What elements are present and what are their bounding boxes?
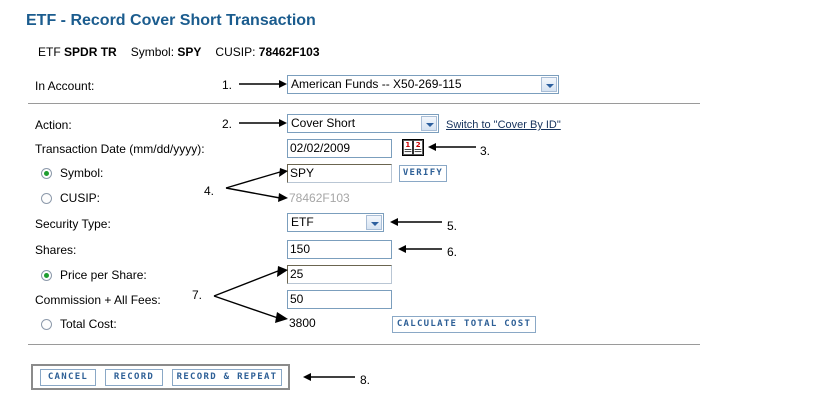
cusip-input[interactable]: 78462F103	[289, 191, 350, 205]
annotation-4-arrows	[225, 168, 288, 202]
account-label: In Account:	[35, 79, 95, 93]
annotation-6-number: 6.	[447, 245, 458, 259]
transaction-date-input[interactable]: 02/02/2009	[287, 139, 392, 158]
cusip-label: CUSIP:	[215, 45, 256, 59]
annotation-4-number: 4.	[204, 184, 215, 198]
symbol-value: SPY	[177, 45, 202, 59]
page-title: ETF - Record Cover Short Transaction	[26, 12, 316, 29]
cusip-value: 78462F103	[258, 45, 320, 59]
svg-text:1: 1	[405, 141, 410, 149]
annotation-3-number: 3.	[480, 144, 491, 158]
annotation-8-number: 8.	[360, 373, 371, 387]
commission-label: Commission + All Fees:	[35, 293, 161, 307]
chevron-down-icon[interactable]	[541, 77, 557, 92]
symbol-label: Symbol:	[130, 45, 175, 59]
security-type-select[interactable]: ETF	[287, 213, 384, 232]
price-per-share-input[interactable]: 25	[287, 265, 392, 284]
radio-price-per-share[interactable]	[41, 270, 52, 281]
chevron-down-icon[interactable]	[366, 215, 382, 230]
total-cost-value: 3800	[289, 316, 316, 330]
svg-text:2: 2	[416, 141, 421, 149]
record-and-repeat-button[interactable]: RECORD & REPEAT	[172, 369, 282, 386]
action-button-bar: CANCEL RECORD RECORD & REPEAT	[31, 364, 290, 390]
record-button[interactable]: RECORD	[105, 369, 163, 386]
radio-symbol[interactable]	[41, 168, 52, 179]
annotation-1-arrow	[239, 80, 287, 88]
action-select-value: Cover Short	[291, 116, 356, 130]
annotation-2-arrow	[239, 119, 287, 127]
cancel-button[interactable]: CANCEL	[40, 369, 96, 386]
verify-button[interactable]: VERIFY	[399, 165, 447, 182]
total-cost-label: Total Cost:	[60, 317, 117, 331]
radio-cusip[interactable]	[41, 193, 52, 204]
symbol-radio-label: Symbol:	[60, 166, 104, 180]
annotation-7-number: 7.	[192, 288, 203, 302]
annotation-2-number: 2.	[222, 117, 233, 131]
divider-top	[28, 103, 700, 104]
divider-bottom	[28, 344, 700, 345]
radio-total-cost[interactable]	[41, 319, 52, 330]
action-label: Action:	[35, 118, 72, 132]
annotation-7-arrows	[213, 266, 288, 323]
security-type-value: ETF	[291, 215, 314, 229]
annotation-8-arrow	[303, 373, 355, 381]
company-name: SPDR TR	[64, 45, 117, 59]
transaction-date-label: Transaction Date (mm/dd/yyyy):	[35, 142, 205, 156]
symbol-input[interactable]: SPY	[287, 164, 392, 183]
annotation-6-arrow	[398, 245, 442, 253]
security-type-label: Security Type:	[35, 217, 111, 231]
price-per-share-label: Price per Share:	[60, 268, 147, 282]
security-summary: ETF SPDR TR Symbol: SPY CUSIP: 78462F103	[38, 45, 320, 59]
chevron-down-icon[interactable]	[421, 116, 437, 131]
account-select-value: American Funds -- X50-269-115	[291, 77, 462, 91]
security-type-text: ETF	[38, 45, 61, 59]
annotation-1-number: 1.	[222, 78, 233, 92]
calendar-picker-icon[interactable]: 1 2	[402, 139, 424, 156]
annotation-3-arrow	[428, 143, 476, 151]
shares-label: Shares:	[35, 243, 77, 257]
annotation-5-number: 5.	[447, 219, 458, 233]
switch-to-cover-by-id-link[interactable]: Switch to "Cover By ID"	[446, 119, 561, 131]
cusip-radio-label: CUSIP:	[60, 191, 101, 205]
shares-input[interactable]: 150	[287, 240, 392, 259]
commission-input[interactable]: 50	[287, 290, 392, 309]
calculate-total-cost-button[interactable]: CALCULATE TOTAL COST	[392, 316, 536, 333]
action-select[interactable]: Cover Short	[287, 114, 439, 133]
annotation-5-arrow	[390, 218, 442, 226]
account-select[interactable]: American Funds -- X50-269-115	[287, 75, 559, 94]
